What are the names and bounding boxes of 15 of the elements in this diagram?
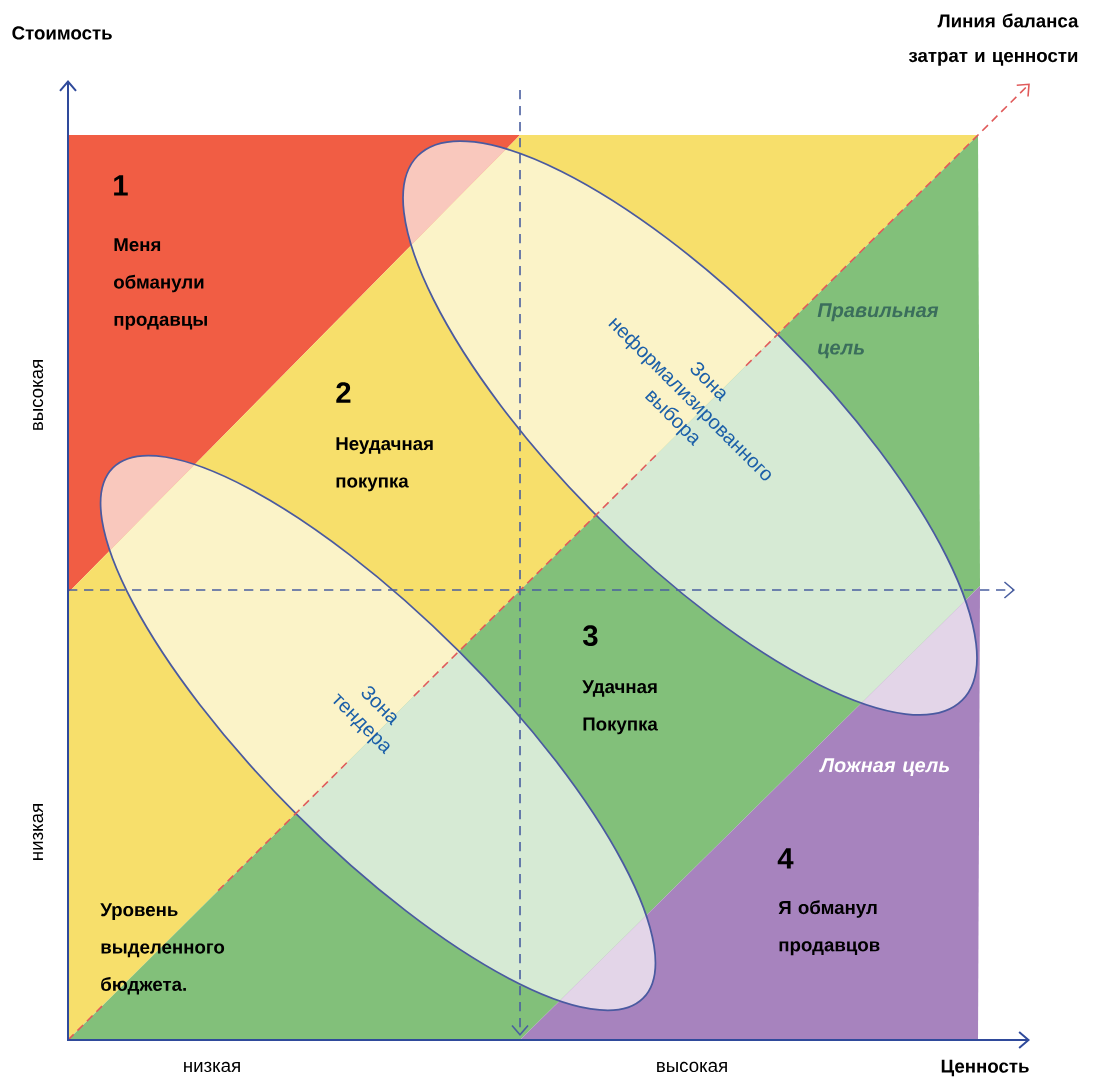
line-label: Линия баланса затрат и ценности	[908, 13, 1079, 66]
zone-label: Ложная цель	[819, 758, 949, 776]
axis-label: низкая	[184, 1061, 240, 1073]
axis-label: высокая	[657, 1061, 727, 1073]
zone-label: Я обманул продавцов	[778, 900, 880, 956]
zone-number: 1	[114, 175, 128, 196]
axis-title: Ценность	[941, 1059, 1029, 1077]
axis-label: низкая	[32, 804, 44, 860]
zone-number: 3	[582, 625, 598, 647]
zone-number: 4	[777, 848, 794, 869]
zone-label: Правильная цель	[817, 303, 939, 359]
zone-number: 2	[336, 382, 351, 403]
zone-label: Меня обманули продавцы	[114, 238, 207, 330]
axis-label: высокая	[32, 360, 44, 430]
axis-title: Стоимость	[12, 26, 112, 40]
